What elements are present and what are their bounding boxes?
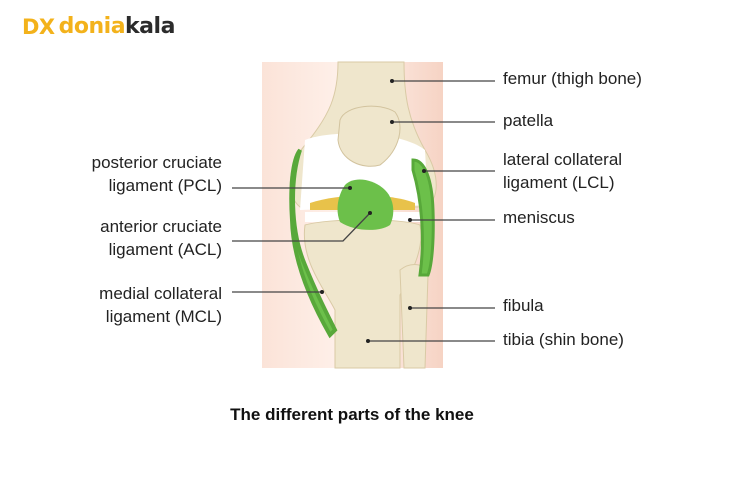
label-line: ligament (MCL) <box>105 307 222 326</box>
patella-bone <box>337 105 401 167</box>
brand-logo: DX donia kala <box>22 14 175 39</box>
logo-text-1: donia <box>58 14 126 39</box>
leader-lines <box>232 80 495 342</box>
lcl-ligament <box>411 158 435 277</box>
label-line: posterior cruciate <box>91 153 222 172</box>
label-line: ligament (LCL) <box>503 173 615 192</box>
label-patella: patella <box>503 111 554 130</box>
label-meniscus: meniscus <box>503 208 575 227</box>
label-line: ligament (ACL) <box>108 240 222 259</box>
logo-text-2: kala <box>125 14 175 39</box>
label-lcl: lateral collateral ligament (LCL) <box>503 148 622 194</box>
label-line: ligament (PCL) <box>108 176 222 195</box>
label-pcl: posterior cruciate ligament (PCL) <box>92 151 222 197</box>
label-line: anterior cruciate <box>100 217 222 236</box>
mcl-ligament <box>289 148 338 339</box>
label-femur: femur (thigh bone) <box>503 69 642 88</box>
label-mcl: medial collateral ligament (MCL) <box>99 282 222 328</box>
logo-mark: DX <box>22 14 55 39</box>
label-line: medial collateral <box>99 284 222 303</box>
label-acl: anterior cruciate ligament (ACL) <box>100 215 222 261</box>
leader-acl <box>232 212 371 242</box>
label-tibia: tibia (shin bone) <box>503 330 624 349</box>
cruciate-ligaments <box>337 179 394 230</box>
fibula-bone <box>399 264 429 369</box>
joint-space <box>300 133 428 210</box>
leader-dots <box>320 79 426 343</box>
caption: The different parts of the knee <box>230 405 474 424</box>
label-fibula: fibula <box>503 296 544 315</box>
label-line: lateral collateral <box>503 150 623 169</box>
